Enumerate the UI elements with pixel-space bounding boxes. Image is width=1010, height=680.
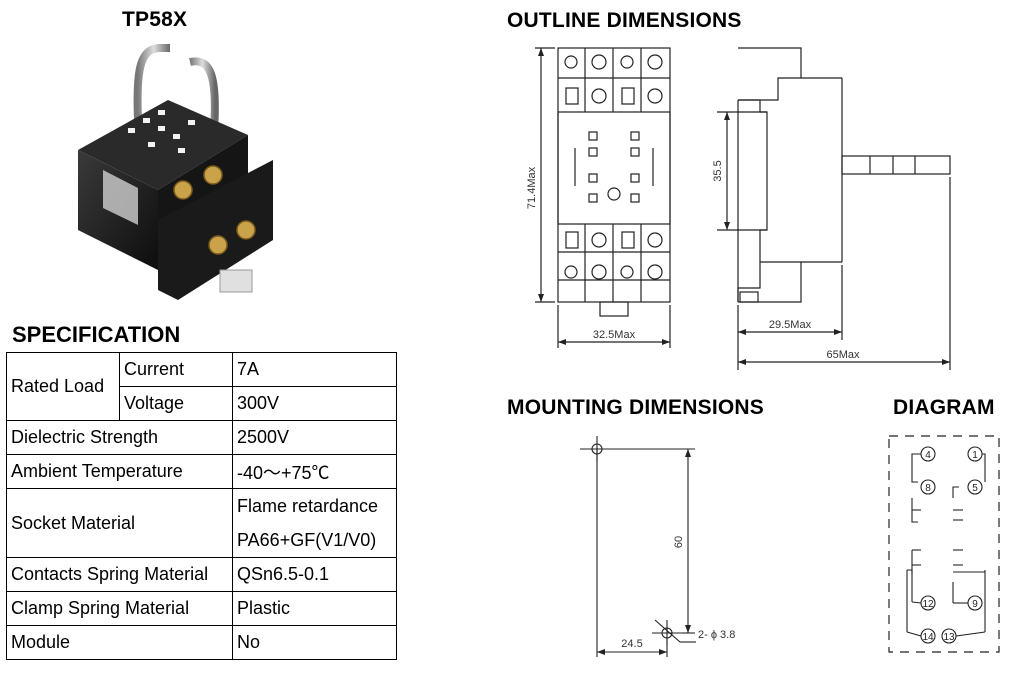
ambient-value: -40～+75℃ (232, 454, 397, 489)
pin-5-label: 5 (972, 483, 978, 494)
mounting-title: MOUNTING DIMENSIONS (507, 396, 764, 419)
outline-total-width-label: 65Max (826, 349, 860, 361)
socket-value: Flame retardance PA66+GF(V1/V0) (232, 488, 397, 558)
pin-1-label: 1 (972, 450, 978, 461)
pin-4-label: 4 (925, 450, 931, 461)
current-label: Current (119, 352, 233, 387)
ambient-label: Ambient Temperature (6, 454, 233, 489)
outline-height-label: 71.4Max (526, 166, 538, 209)
module-value: No (232, 625, 397, 660)
socket-label: Socket Material (6, 488, 233, 558)
mounting-horizontal-label: 24.5 (621, 638, 642, 650)
outline-side-width-label: 29.5Max (769, 319, 812, 331)
specification-table: Rated Load Current 7A Voltage 300V Diele… (6, 352, 397, 660)
clamp-value: Plastic (232, 591, 397, 626)
socket-value-line1: Flame retardance (237, 496, 379, 516)
product-model: TP58X (122, 8, 188, 31)
dielectric-label: Dielectric Strength (6, 420, 233, 455)
socket-value-line2: PA66+GF(V1/V0) (237, 530, 377, 550)
clamp-label: Clamp Spring Material (6, 591, 233, 626)
contacts-label: Contacts Spring Material (6, 557, 233, 592)
socket-photo (78, 44, 273, 300)
voltage-value: 300V (232, 386, 397, 421)
contacts-value: QSn6.5-0.1 (232, 557, 397, 592)
mounting-drawing: 60 24.5 2- ϕ 3.8 (580, 436, 735, 657)
pin-14-label: 14 (922, 632, 934, 643)
pin-13-label: 13 (943, 632, 955, 643)
mounting-vertical-label: 60 (673, 536, 685, 548)
rated-load-label: Rated Load (6, 352, 120, 421)
outline-drawing: 71.4Max 32.5Max 35.5 29.5Max 65Max (526, 47, 951, 370)
wiring-diagram: 4 1 8 5 12 9 14 13 (888, 435, 1000, 653)
voltage-label: Voltage (119, 386, 233, 421)
outline-title: OUTLINE DIMENSIONS (507, 9, 742, 32)
specification-title: SPECIFICATION (12, 322, 181, 347)
outline-side-height-label: 35.5 (712, 160, 724, 181)
outline-width-label: 32.5Max (593, 329, 636, 341)
diagram-title: DIAGRAM (893, 396, 995, 419)
pin-8-label: 8 (925, 483, 931, 494)
dielectric-value: 2500V (232, 420, 397, 455)
pin-12-label: 12 (922, 599, 934, 610)
pin-9-label: 9 (972, 599, 978, 610)
mounting-hole-label: 2- ϕ 3.8 (698, 629, 735, 641)
module-label: Module (6, 625, 233, 660)
current-value: 7A (232, 352, 397, 387)
